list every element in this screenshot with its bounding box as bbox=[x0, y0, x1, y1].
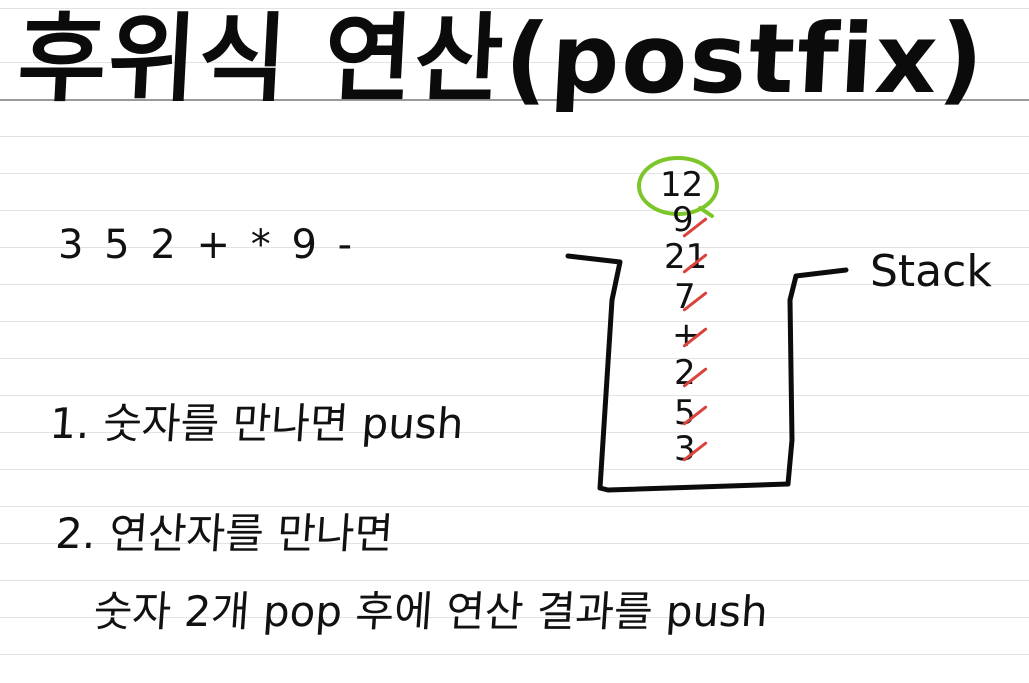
stack-label: Stack bbox=[870, 246, 992, 297]
title-underline bbox=[0, 99, 1029, 101]
stack-item: 9 bbox=[672, 200, 694, 240]
page-title: 후위식 연산(postfix) bbox=[15, 3, 989, 115]
stack-item-result: 12 bbox=[660, 165, 704, 205]
postfix-expression: 3 5 2 + * 9 - bbox=[58, 222, 353, 268]
rule-operator: 2. 연산자를 만나면 bbox=[54, 509, 395, 558]
stack-container bbox=[565, 253, 849, 493]
stack-item: 3 bbox=[674, 429, 696, 469]
result-circle-tail bbox=[698, 206, 714, 218]
rule-pop-compute-push: 숫자 2개 pop 후에 연산 결과를 push bbox=[92, 587, 770, 636]
rule-push-number: 1. 숫자를 만나면 push bbox=[48, 399, 466, 448]
stack-item: 5 bbox=[674, 393, 696, 433]
